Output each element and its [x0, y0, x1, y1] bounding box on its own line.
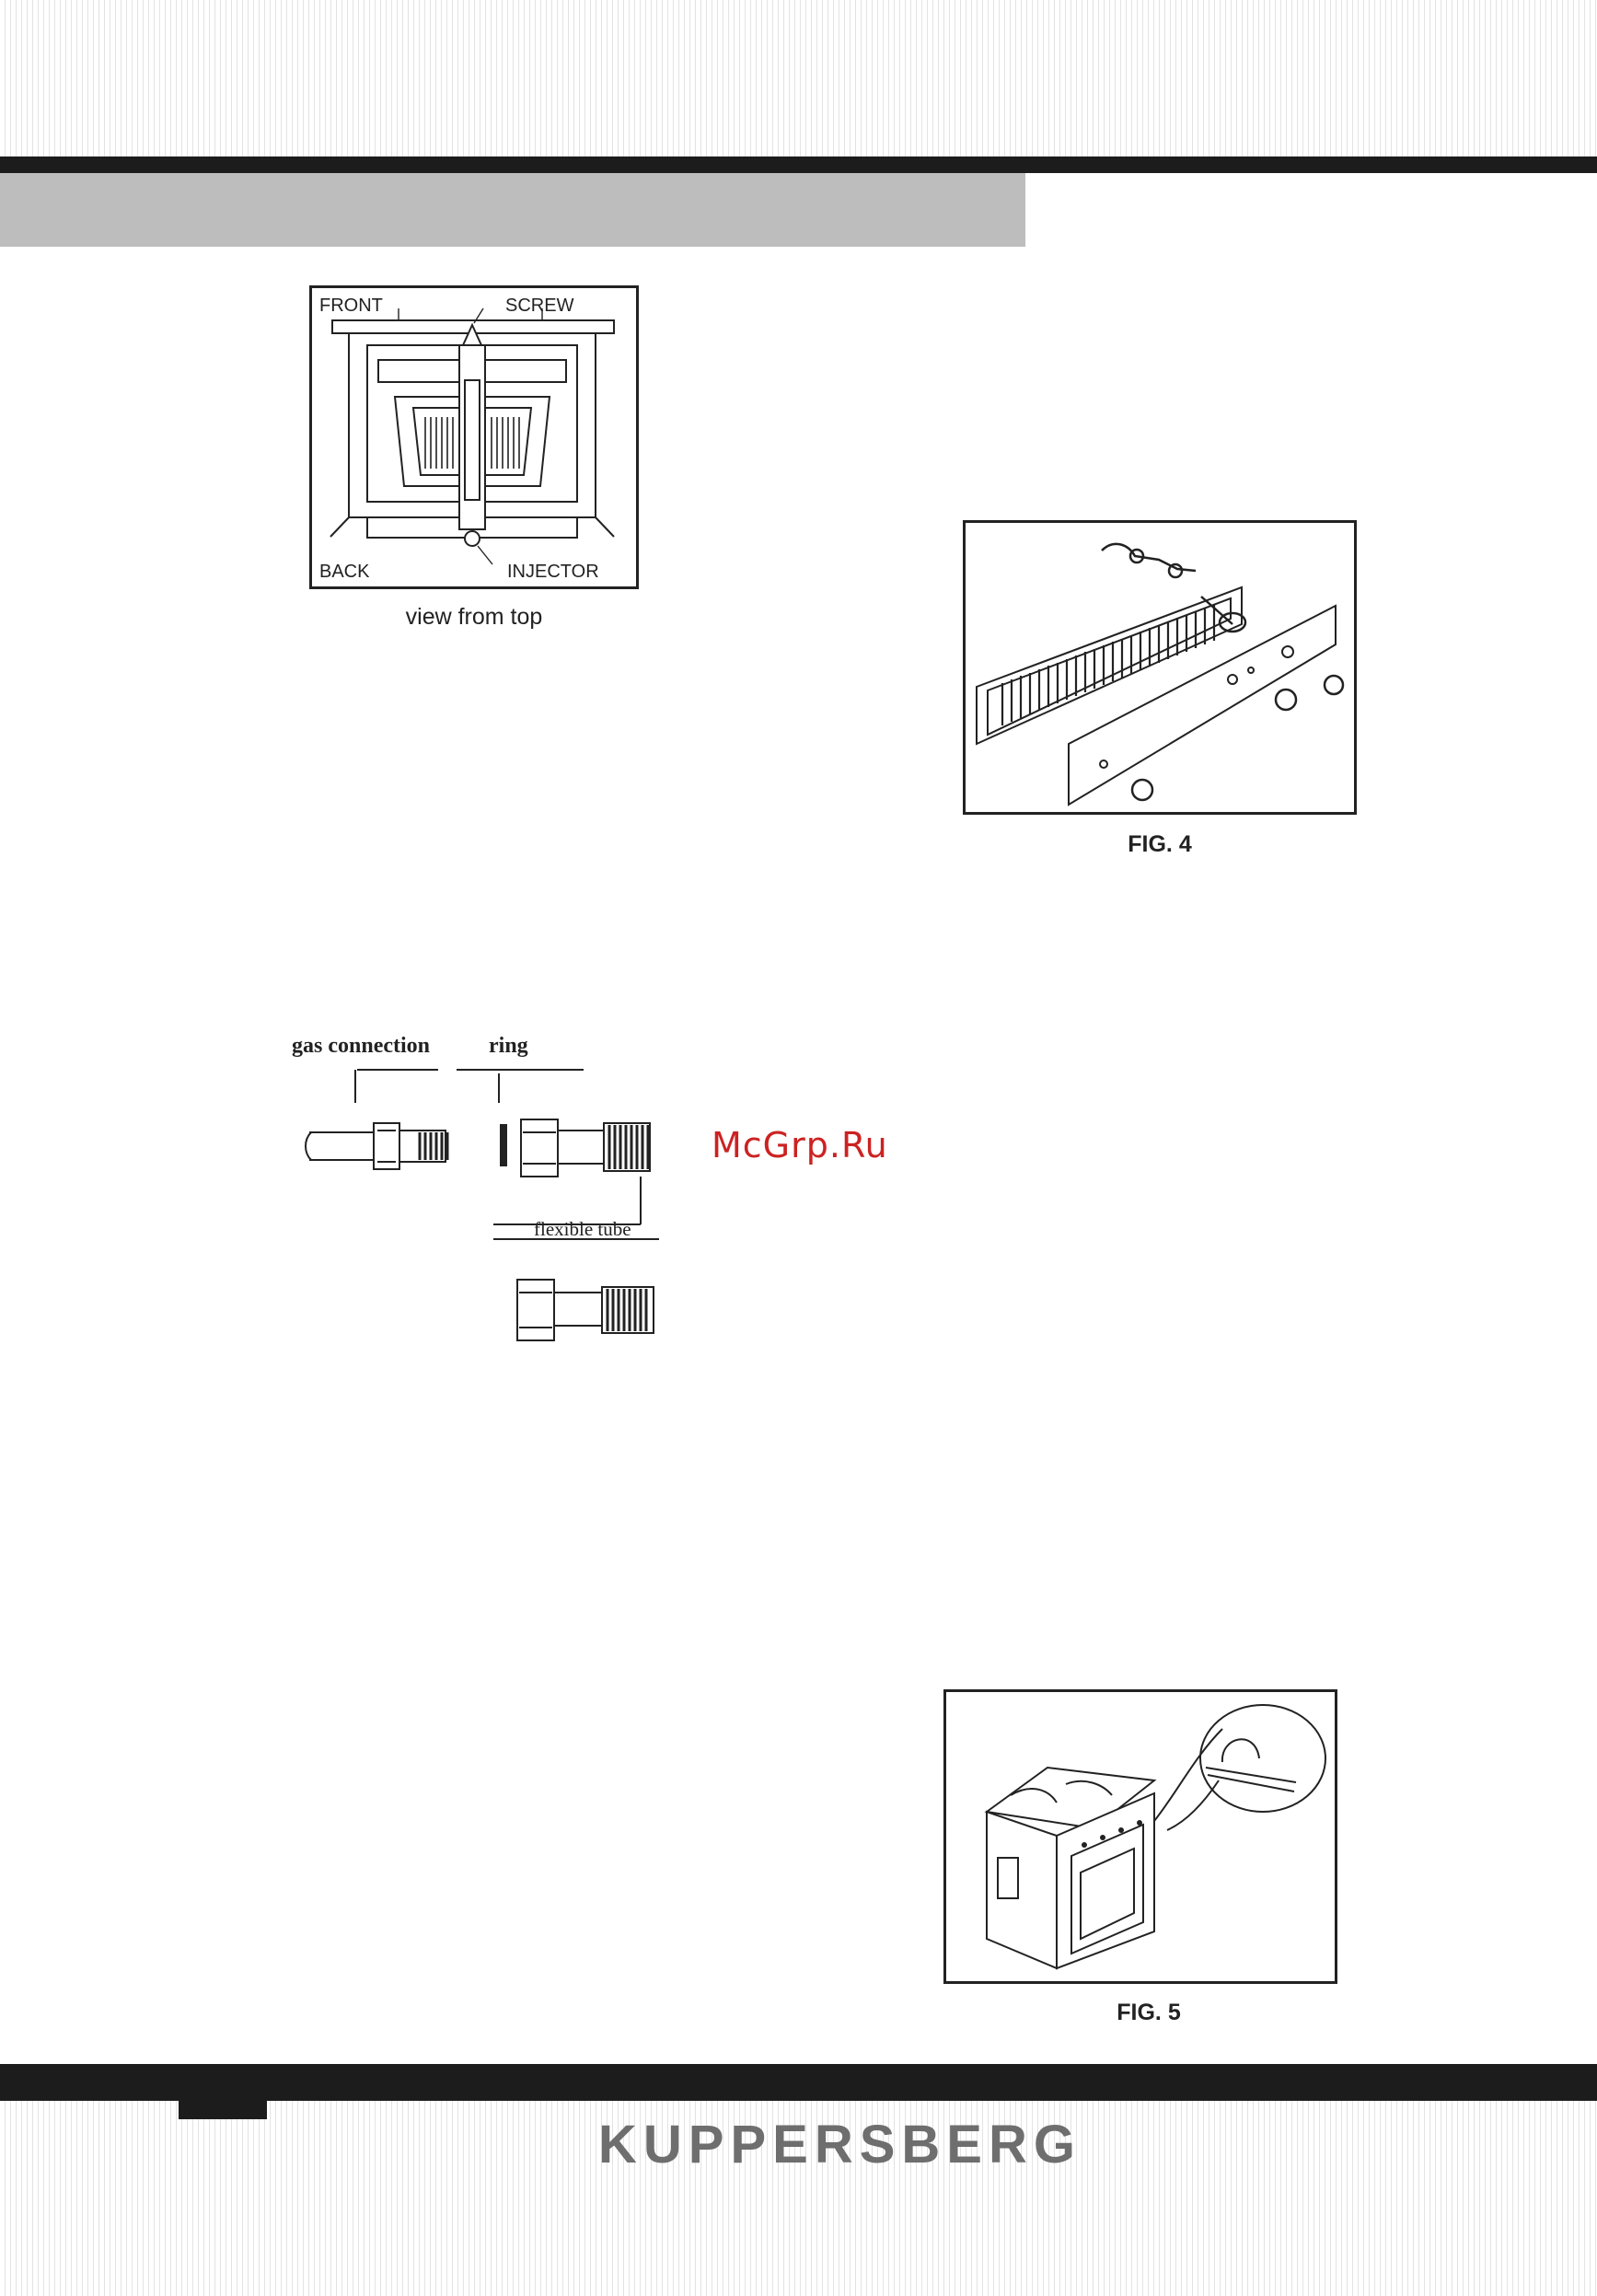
view-from-top-caption: view from top [309, 604, 639, 631]
oven-installation-figure [943, 1689, 1337, 1984]
label-back: BACK [319, 562, 369, 583]
label-screw: SCREW [505, 296, 573, 317]
fig-4-caption: FIG. 4 [1059, 831, 1261, 858]
watermark: McGrp.Ru [712, 1125, 888, 1165]
section-title-band [0, 173, 1025, 247]
header-stripes [0, 0, 1597, 157]
control-panel-drawing [966, 523, 1354, 812]
oven-installation-drawing [946, 1692, 1335, 1981]
header-blank [1025, 173, 1597, 247]
brand-logo: KUPPERSBERG [0, 2114, 1597, 2175]
fig-5-caption: FIG. 5 [1047, 2000, 1250, 2026]
label-front: FRONT [319, 296, 383, 317]
oven-top-view-drawing [312, 288, 636, 586]
label-injector: INJECTOR [507, 562, 599, 583]
oven-top-view-figure: FRONT SCREW BACK INJECTOR [309, 285, 639, 589]
footer-bar [0, 2064, 1597, 2101]
label-ring: ring [489, 1034, 528, 1059]
label-gas-connection: gas connection [292, 1034, 430, 1059]
header-bar [0, 157, 1597, 173]
control-panel-figure [963, 520, 1357, 815]
gas-connection-drawing [282, 1059, 668, 1363]
